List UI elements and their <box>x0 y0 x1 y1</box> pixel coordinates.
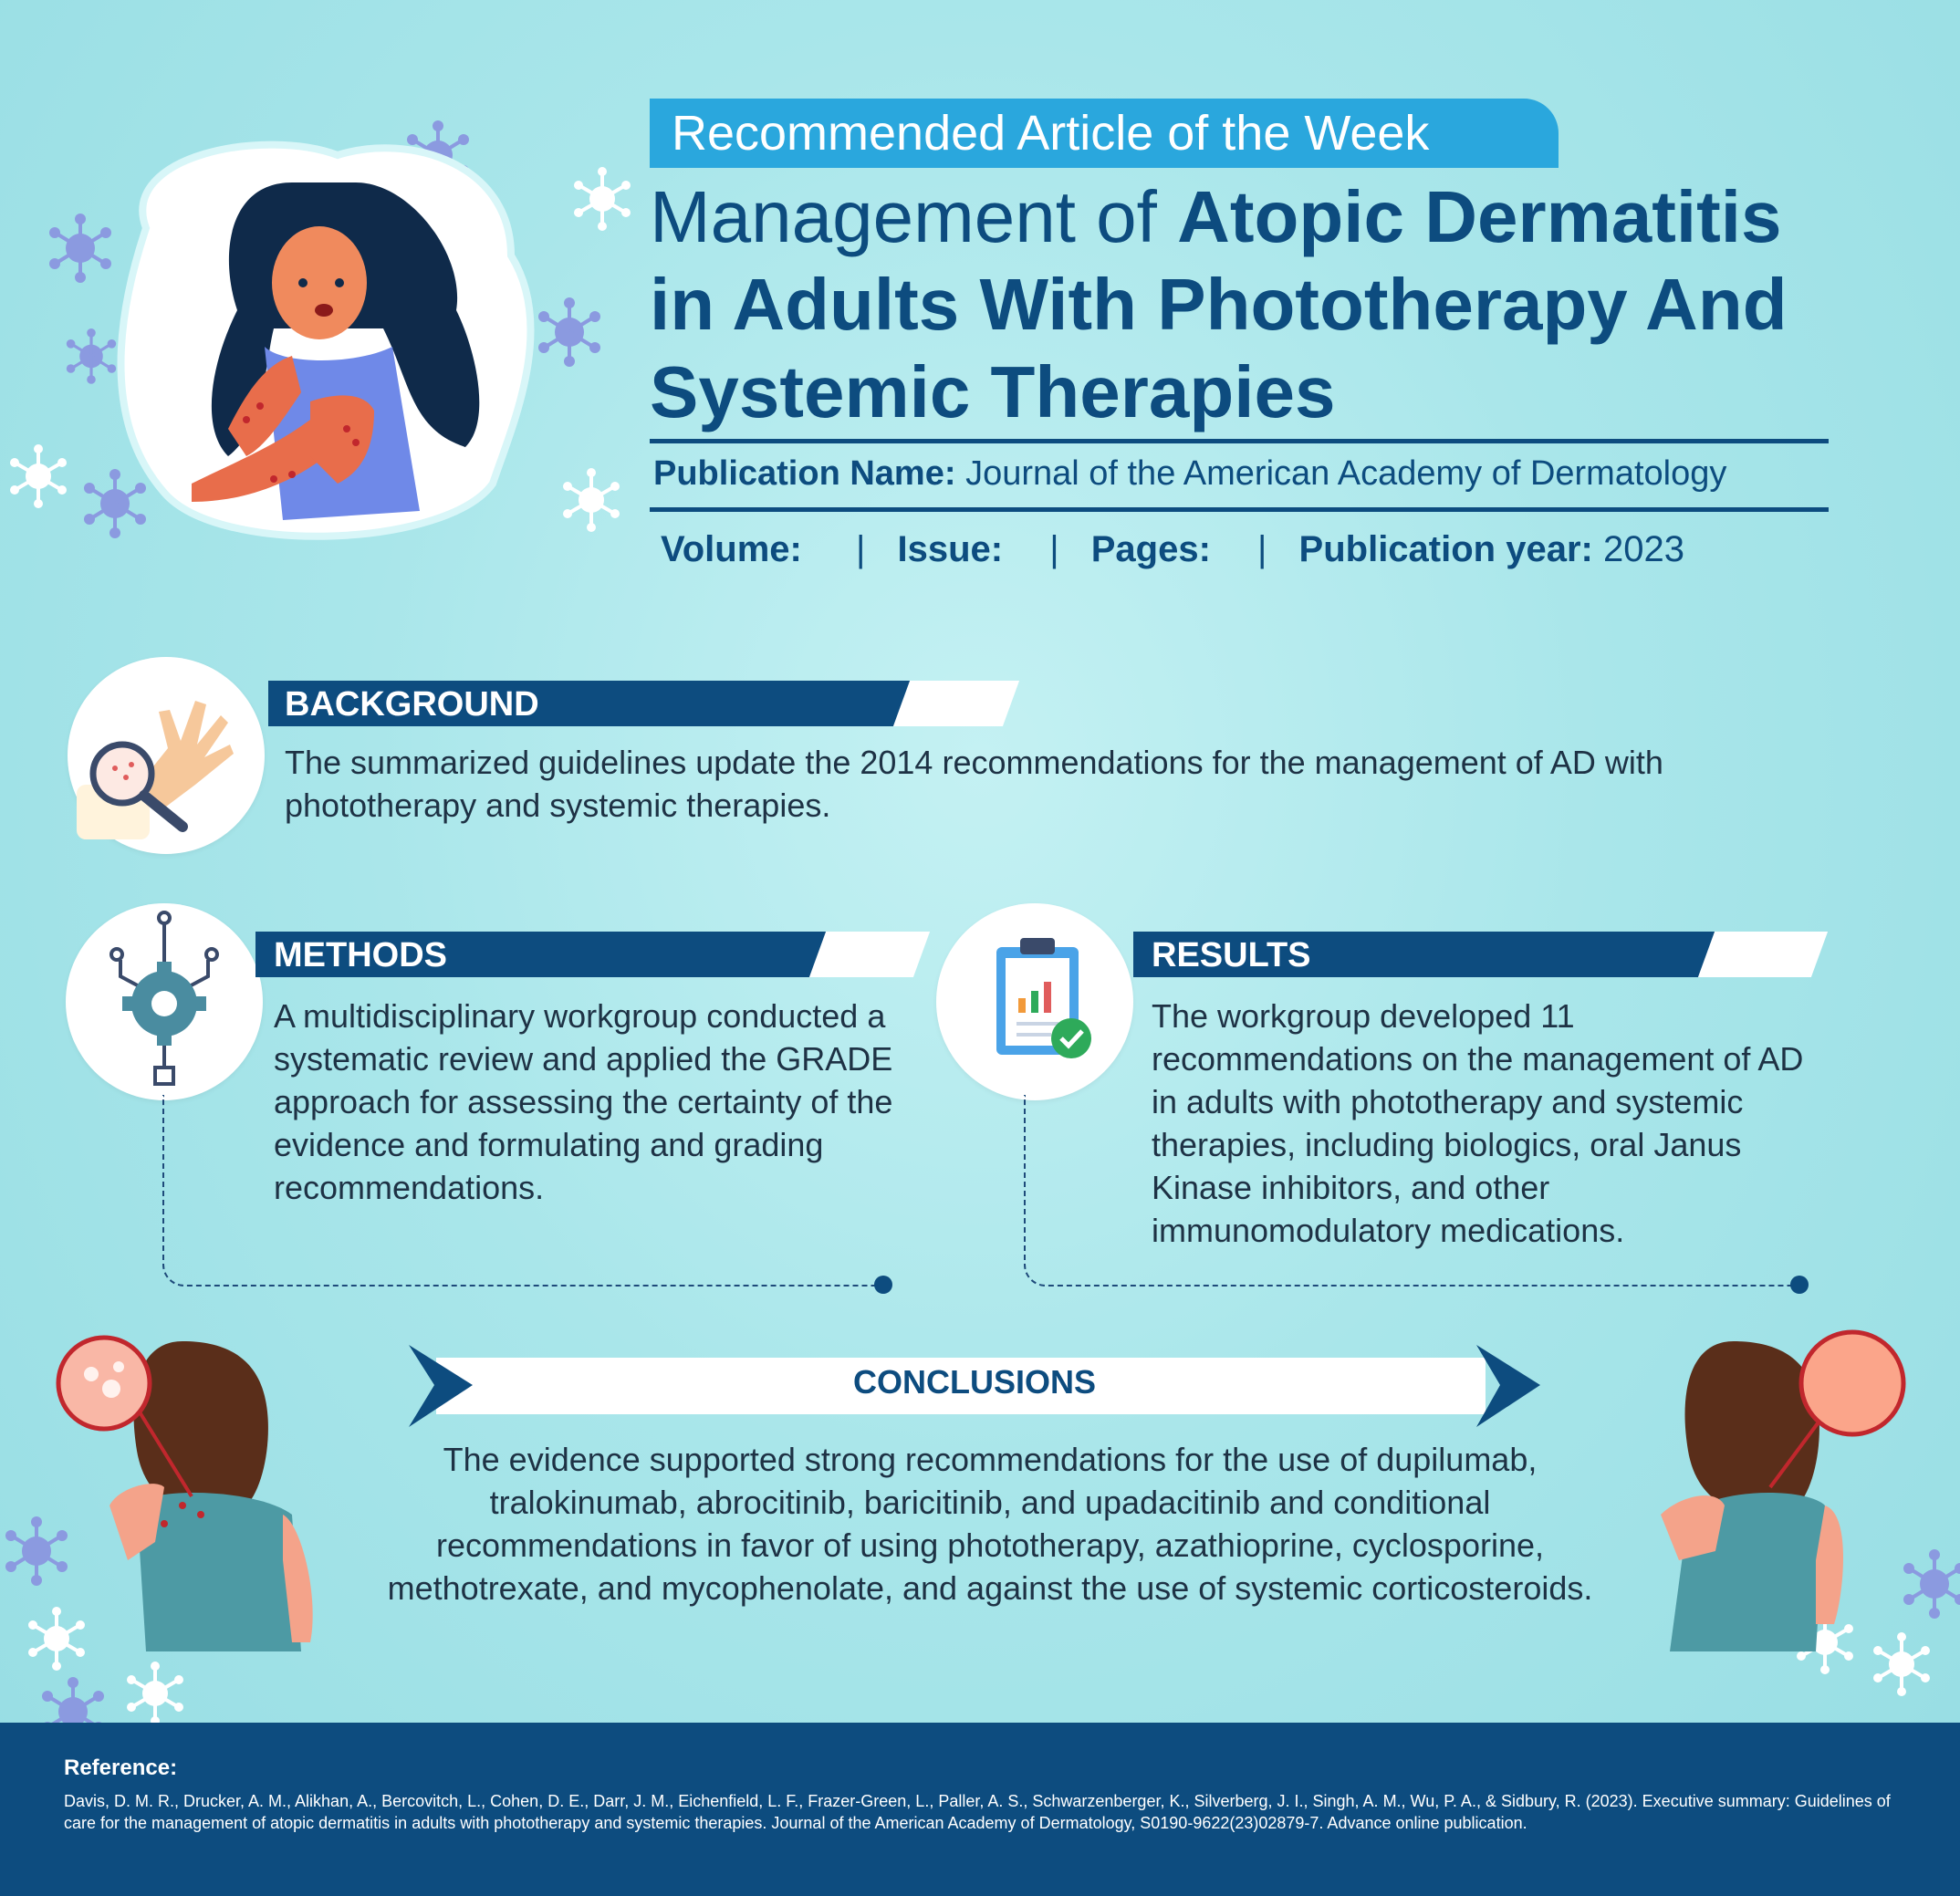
year-label: Publication year: <box>1298 529 1593 569</box>
divider-bottom <box>650 507 1829 512</box>
conclusions-arrow-banner <box>409 1345 1540 1427</box>
pages-label: Pages: <box>1090 529 1211 569</box>
recommended-badge: Recommended Article of the Week <box>650 99 1559 168</box>
year-value: 2023 <box>1602 529 1684 569</box>
conclusions-header: CONCLUSIONS <box>852 1363 1096 1401</box>
clipboard-chart-check-icon <box>996 938 1091 1058</box>
hand-magnifier-icon <box>77 701 234 839</box>
conclusions-text: The evidence supported strong recommenda… <box>387 1441 1593 1607</box>
article-title: Management of Atopic Dermatitis in Adult… <box>650 173 1863 436</box>
meta-separator: | <box>1049 529 1059 569</box>
divider-top <box>650 439 1829 443</box>
background-icon-circle <box>68 657 265 854</box>
results-connector <box>1024 1095 1801 1287</box>
woman-back-illustration <box>1661 1329 1906 1651</box>
results-header: RESULTS <box>1133 932 1726 977</box>
background-text: The summarized guidelines update the 201… <box>285 744 1663 824</box>
methods-connector <box>162 1095 885 1287</box>
methods-header-tip <box>808 932 931 977</box>
gear-network-icon <box>109 911 219 1086</box>
publication-name-row: Publication Name: Journal of the America… <box>653 454 1726 494</box>
results-icon-circle <box>936 903 1133 1100</box>
volume-label: Volume: <box>661 529 802 569</box>
meta-separator: | <box>1257 529 1267 569</box>
reference-footer: Reference: Davis, D. M. R., Drucker, A. … <box>0 1723 1960 1896</box>
reference-heading: Reference: <box>64 1755 178 1780</box>
publication-meta-row: Volume: | Issue: | Pages: | Publication … <box>661 529 1684 570</box>
results-connector-dot <box>1790 1276 1809 1294</box>
title-light: Management of <box>650 176 1178 257</box>
title-bold: Atopic Dermatitis in Adults With Phototh… <box>650 176 1788 432</box>
methods-text: A multidisciplinary workgroup conducted … <box>274 997 893 1206</box>
background-header-tip <box>892 681 1020 726</box>
methods-connector-dot <box>874 1276 892 1294</box>
reference-text: Davis, D. M. R., Drucker, A. M., Alikhan… <box>64 1792 1891 1832</box>
methods-header: METHODS <box>255 932 839 977</box>
meta-separator: | <box>855 529 866 569</box>
issue-label: Issue: <box>897 529 1004 569</box>
methods-icon-circle <box>66 903 263 1100</box>
publication-name-value: Journal of the American Academy of Derma… <box>965 454 1727 493</box>
results-text: The workgroup developed 11 recommendatio… <box>1152 997 1804 1249</box>
results-header-tip <box>1697 932 1829 977</box>
background-header: BACKGROUND <box>268 681 925 726</box>
woman-scratching-arm-illustration <box>117 141 535 540</box>
woman-back-rash-illustration <box>56 1335 313 1651</box>
publication-name-label: Publication Name: <box>653 454 956 493</box>
